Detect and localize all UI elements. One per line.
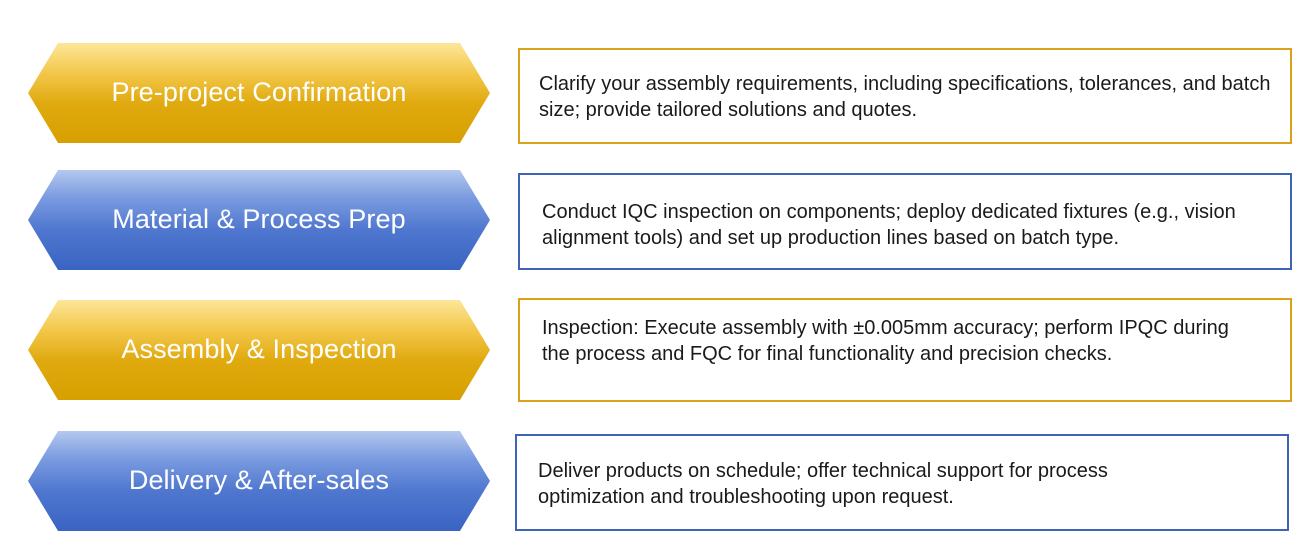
step-1-description: Clarify your assembly requirements, incl… [539,73,1271,121]
step-3-description-box: Inspection: Execute assembly with ±0.005… [518,298,1292,402]
step-3-banner: Assembly & Inspection [28,300,490,400]
step-2-title: Material & Process Prep [112,203,406,234]
step-2-description-box: Conduct IQC inspection on components; de… [518,173,1292,270]
step-3-title: Assembly & Inspection [121,333,397,364]
step-2-banner: Material & Process Prep [28,170,490,270]
step-4-description: Deliver products on schedule; offer tech… [538,460,1108,508]
step-1-title: Pre-project Confirmation [111,76,407,107]
step-1-banner: Pre-project Confirmation [28,43,490,143]
step-4-description-box: Deliver products on schedule; offer tech… [515,434,1289,531]
step-1-description-box: Clarify your assembly requirements, incl… [518,48,1292,144]
step-2-description: Conduct IQC inspection on components; de… [542,201,1236,249]
step-3-description: Inspection: Execute assembly with ±0.005… [542,317,1229,365]
step-4-title: Delivery & After-sales [128,464,390,495]
step-4-banner: Delivery & After-sales [28,431,490,531]
